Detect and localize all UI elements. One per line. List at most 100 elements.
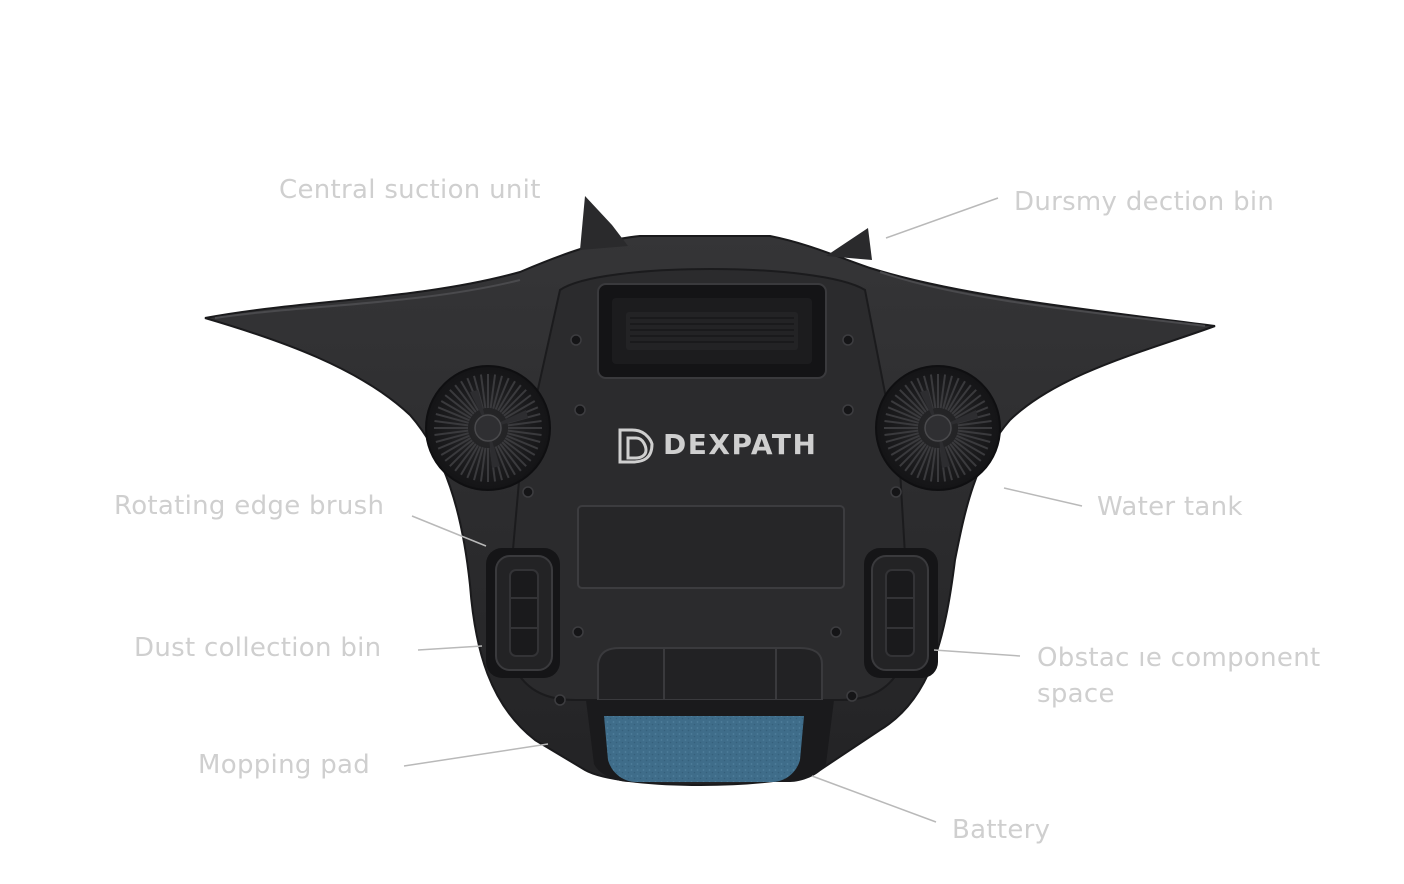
brush-bristle	[885, 413, 919, 424]
brush-bristle	[884, 429, 919, 437]
brush-bristle	[890, 400, 922, 419]
edge-brush-left	[425, 365, 551, 491]
brush-bristle	[904, 443, 927, 472]
brush-bristle	[507, 432, 541, 443]
brush-bristle	[944, 377, 960, 410]
brush-bristle	[473, 447, 484, 481]
label-dust-collection-bin: Dust collection bin	[134, 633, 382, 663]
brush-bristle	[506, 434, 539, 450]
brush-bristle	[497, 444, 516, 476]
brush-bristle	[929, 447, 937, 482]
brush-bristle	[434, 429, 469, 437]
top-fins	[580, 196, 872, 260]
brush-bristle	[460, 380, 479, 412]
dust-collection-bin	[577, 505, 845, 589]
brand-name: DEXPATH	[663, 428, 817, 461]
brush-bristle	[503, 439, 532, 462]
brush-bristle	[479, 374, 487, 409]
brush-bristle	[497, 380, 516, 412]
wheel-right	[864, 548, 938, 678]
brush-bristle	[507, 429, 542, 437]
label-obstacle-line1: Obstac ıe component	[1037, 643, 1321, 673]
wheel-left	[486, 548, 560, 678]
brush-bristle	[437, 434, 470, 450]
brush-bristle	[957, 419, 992, 427]
brush-bristle	[499, 443, 522, 472]
brush-bristle	[501, 389, 527, 415]
brush-bristle	[884, 419, 919, 427]
brush-bristle	[434, 419, 469, 427]
label-central-suction-unit: Central suction unit	[279, 175, 541, 205]
brush-bristle	[501, 441, 527, 467]
brush-bristle	[887, 406, 920, 422]
brush-bristle	[479, 447, 487, 482]
dd-monogram-icon	[618, 428, 654, 464]
brush-bristle	[444, 439, 473, 462]
brush-bristle	[503, 394, 532, 417]
brush-bristle	[899, 441, 925, 467]
mopping-pad	[604, 716, 804, 782]
brush-bristle	[899, 389, 925, 415]
label-obstacle-line2: space	[1037, 679, 1115, 709]
brush-bristle	[910, 380, 929, 412]
brush-bristle	[957, 429, 992, 437]
brush-bristle	[953, 394, 982, 417]
brush-bristle	[499, 384, 522, 413]
brush-bristle	[494, 446, 510, 479]
brush-bristle	[489, 374, 497, 409]
brush-bristle	[942, 375, 953, 409]
brush-bristle	[951, 389, 977, 415]
brush-bristle	[507, 419, 542, 427]
brush-bristle	[947, 444, 966, 476]
brush-bristle	[939, 374, 947, 409]
label-mopping-pad: Mopping pad	[198, 750, 371, 780]
brush-bristle	[440, 437, 472, 456]
brand-logo: DEXPATH	[618, 428, 817, 464]
brush-bristle	[435, 413, 469, 424]
brush-bristle	[449, 441, 475, 467]
label-rotating-edge-brush: Rotating edge brush	[114, 491, 385, 521]
brush-bristle	[944, 446, 960, 479]
brush-bristle	[910, 444, 929, 476]
brush-bristle	[956, 434, 989, 450]
brush-bristle	[951, 441, 977, 467]
brush-bristle	[454, 443, 477, 472]
brush-bristle	[953, 439, 982, 462]
brush-bristle	[466, 446, 482, 479]
brush-bristle	[449, 389, 475, 415]
label-battery: Battery	[952, 815, 1051, 845]
brush-bristle	[504, 437, 536, 456]
brush-bristle	[929, 374, 937, 409]
edge-brush-right	[875, 365, 1001, 491]
brush-bristle	[894, 394, 923, 417]
brush-bristle	[894, 439, 923, 462]
brush-bristle	[885, 432, 919, 443]
brush-bristle	[923, 447, 934, 481]
brush-bristle	[460, 444, 479, 476]
brush-bristle	[494, 377, 510, 410]
central-suction-unit	[597, 283, 827, 379]
brush-bristle	[454, 384, 477, 413]
brush-bristle	[949, 443, 972, 472]
brush-bristle	[435, 432, 469, 443]
brush-bristle	[504, 400, 536, 419]
label-dust-bin-top: Dursmy dection bin	[1014, 187, 1275, 217]
brush-bristle	[890, 437, 922, 456]
brush-bristle	[437, 406, 470, 422]
screws	[522, 334, 902, 706]
label-water-tank: Water tank	[1097, 492, 1243, 522]
brush-bristle	[957, 432, 991, 443]
brush-bristle	[947, 380, 966, 412]
brush-bristle	[444, 394, 473, 417]
brush-bristle	[492, 375, 503, 409]
brush-bristle	[954, 400, 986, 419]
brush-bristle	[887, 434, 920, 450]
leader-lines	[403, 197, 1083, 823]
brush-bristle	[440, 400, 472, 419]
brush-bristle	[916, 446, 932, 479]
brush-bristle	[904, 384, 927, 413]
brush-bristle	[954, 437, 986, 456]
brush-bristle	[949, 384, 972, 413]
